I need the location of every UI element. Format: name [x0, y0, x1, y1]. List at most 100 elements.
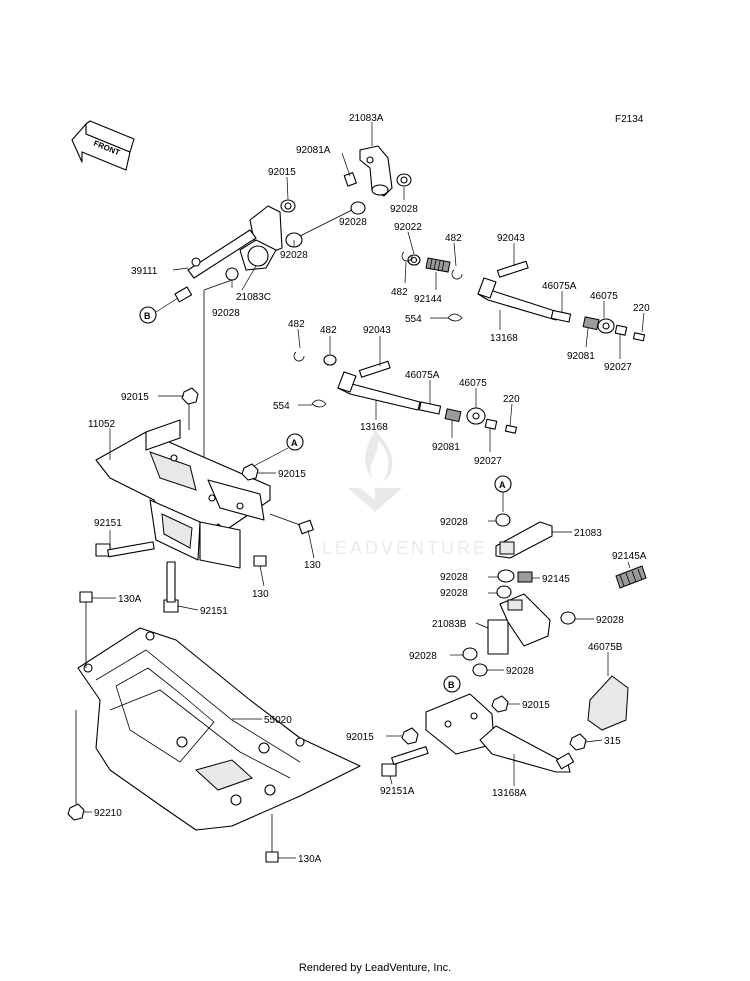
bolt-130-a	[269, 513, 314, 535]
label-482-b: 482	[391, 287, 408, 298]
svg-text:B: B	[448, 680, 455, 690]
label-92015-e: 92015	[346, 732, 374, 743]
spring-92144	[425, 257, 451, 273]
callout-b-right: B	[443, 675, 461, 693]
bolt-92151-a	[95, 541, 155, 558]
label-92015-c: 92015	[278, 469, 306, 480]
svg-text:A: A	[499, 480, 506, 490]
label-482-d: 482	[320, 325, 337, 336]
skid-plate-55020	[77, 627, 361, 831]
label-92028-j: 92028	[506, 666, 534, 677]
part-labels: 21083A 92081A 92015 92028 92028 92028 21…	[88, 113, 650, 865]
label-39111: 39111	[131, 266, 158, 277]
bolt-130-b	[253, 555, 267, 567]
bushing-92028-g	[496, 585, 512, 599]
shaft-13168-mid	[337, 360, 421, 411]
nut-92015-c	[241, 463, 259, 481]
label-92028-a: 92028	[390, 204, 418, 215]
label-46075A-a: 46075A	[542, 281, 577, 292]
label-46075-b: 46075	[459, 378, 487, 389]
bolt-92151-b	[163, 561, 179, 613]
washer-92028-j	[472, 663, 488, 677]
label-130A-b: 130A	[298, 854, 322, 865]
washer-92028-h	[560, 611, 576, 625]
screw-220-mid	[504, 424, 518, 434]
footer-credit: Rendered by LeadVenture, Inc.	[298, 962, 452, 974]
nut-92210	[67, 710, 85, 821]
label-92144: 92144	[414, 294, 442, 305]
bolt-46075A-upper	[550, 309, 572, 323]
label-92081-a: 92081	[567, 351, 595, 362]
label-21083: 21083	[574, 528, 602, 539]
label-92081A: 92081A	[296, 145, 331, 156]
label-21083A: 21083A	[349, 113, 384, 124]
label-92028-c: 92028	[280, 250, 308, 261]
spring-92081-mid	[444, 408, 462, 423]
figure-code: F2134	[615, 114, 644, 125]
label-13168-a: 13168	[490, 333, 518, 344]
label-92022: 92022	[394, 222, 422, 233]
label-92151-a: 92151	[94, 518, 122, 529]
label-13168-b: 13168	[360, 422, 388, 433]
label-220-b: 220	[503, 394, 520, 405]
bolt-130A-bottom	[265, 814, 279, 863]
collar-92028-i	[462, 647, 478, 661]
leader-lines	[84, 122, 645, 859]
label-46075A-b: 46075A	[405, 370, 440, 381]
label-55020: 55020	[264, 715, 292, 726]
ring-482-upper	[401, 251, 463, 280]
svg-text:B: B	[144, 311, 151, 321]
pedal-bracket-21083A	[359, 145, 393, 197]
label-92151A: 92151A	[380, 786, 415, 797]
spring-92145A	[615, 565, 647, 589]
bushing-92028-top	[396, 173, 412, 187]
label-482-c: 482	[288, 319, 305, 330]
label-92028-b: 92028	[339, 217, 367, 228]
label-92210: 92210	[94, 808, 122, 819]
callout-a-mid: A	[253, 433, 304, 467]
screw-220-upper	[632, 332, 646, 342]
label-554-a: 554	[405, 314, 422, 325]
nut-92015-e	[401, 727, 419, 745]
label-130-a: 130	[304, 560, 321, 571]
label-315: 315	[604, 736, 621, 747]
label-92028-g: 92028	[440, 588, 468, 599]
watermark-logo: LEADVENTURE	[322, 430, 488, 558]
bolt-46075A-mid	[418, 401, 442, 415]
label-92015-a: 92015	[268, 167, 296, 178]
label-92145: 92145	[542, 574, 570, 585]
collar-92015-a	[280, 199, 296, 213]
label-220-a: 220	[633, 303, 650, 314]
label-92028-i: 92028	[409, 651, 437, 662]
label-92028-e: 92028	[440, 517, 468, 528]
pin-554-mid	[311, 399, 327, 408]
label-92028-h: 92028	[596, 615, 624, 626]
label-46075B: 46075B	[588, 642, 623, 653]
pad-46075B	[587, 675, 629, 731]
label-92043-a: 92043	[497, 233, 525, 244]
bolt-92151A	[381, 746, 429, 777]
label-130A-a: 130A	[118, 594, 142, 605]
spring-92081-upper	[582, 316, 600, 331]
bolt-130A-top	[79, 591, 93, 668]
shaft-13168-upper	[477, 260, 559, 321]
label-92028-d: 92028	[212, 308, 240, 319]
nut-92015-d	[491, 695, 509, 713]
watermark-text: LEADVENTURE	[322, 538, 488, 558]
label-46075-a: 46075	[590, 291, 618, 302]
label-92015-d: 92015	[522, 700, 550, 711]
pin-92081A	[343, 172, 357, 187]
bracket-11052	[95, 419, 271, 569]
shaft-21083C	[225, 201, 366, 281]
callout-a-right: A	[494, 475, 512, 512]
pin-554-upper	[447, 313, 463, 322]
label-554-b: 554	[273, 401, 290, 412]
label-92145A: 92145A	[612, 551, 647, 562]
pedal-13168A	[425, 693, 575, 773]
label-130-b: 130	[252, 589, 269, 600]
pin-92027-mid	[484, 418, 498, 430]
label-92081-b: 92081	[432, 442, 460, 453]
label-92043-b: 92043	[363, 325, 391, 336]
callout-b-upper: B	[139, 297, 179, 324]
